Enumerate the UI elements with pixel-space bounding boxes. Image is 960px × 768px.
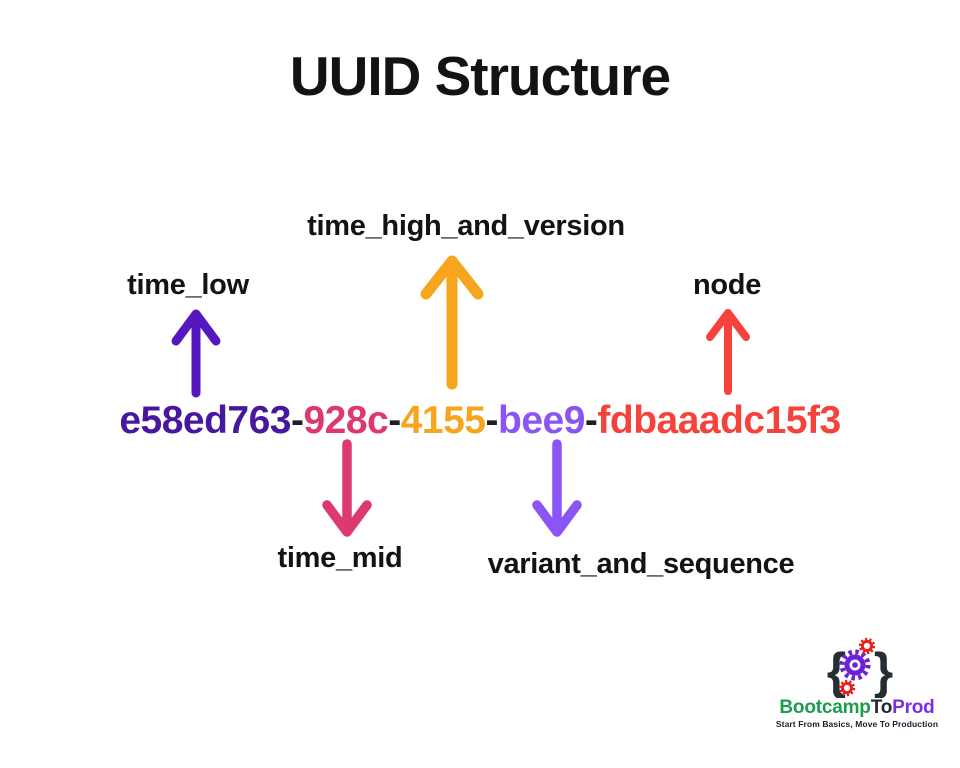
uuid-segment-time-low: e58ed763 <box>119 399 291 442</box>
label-time-mid: time_mid <box>277 542 403 574</box>
uuid-separator: - <box>485 399 499 442</box>
time-low-arrow-up-icon <box>171 309 221 398</box>
variant-and-sequence-arrow-down-icon <box>532 439 582 537</box>
label-time-high-and-version: time_high_and_version <box>307 210 625 242</box>
label-node: node <box>692 269 762 301</box>
label-time-low: time_low <box>127 269 249 301</box>
time-high-and-version-arrow-up-icon <box>420 255 484 390</box>
logo-brand-text: BootcampToProd <box>762 697 952 719</box>
uuid-separator: - <box>388 399 401 442</box>
logo-brace-right: } <box>874 643 893 698</box>
logo-brace-left: { <box>827 643 846 698</box>
logo-tagline: Start From Basics, Move To Production <box>775 719 939 729</box>
uuid-separator: - <box>584 399 598 442</box>
page-title: UUID Structure <box>289 45 671 107</box>
uuid-segment-node: fdbaaadc15f3 <box>597 399 841 442</box>
uuid-segment-variant-and-sequence: bee9 <box>498 399 585 442</box>
brand-part-bootcamp: Bootcamp <box>779 697 871 718</box>
label-variant-and-sequence: variant_and_sequence <box>487 548 795 580</box>
uuid-string: e58ed763-928c-4155-bee9-fdbaaadc15f3 <box>0 399 960 443</box>
small-gear-icon <box>838 679 856 697</box>
bootcamptoprod-logo: { } <box>827 637 893 698</box>
uuid-segment-time-mid: 928c <box>303 399 389 442</box>
brand-part-prod: Prod <box>892 697 935 718</box>
brand-part-to: To <box>870 697 893 718</box>
node-arrow-up-icon <box>706 309 750 395</box>
small-gear-icon <box>858 637 876 655</box>
uuid-segment-time-high-and-version: 4155 <box>400 399 486 442</box>
gear-icon <box>839 649 871 681</box>
uuid-separator: - <box>290 399 304 442</box>
time-mid-arrow-down-icon <box>322 439 372 537</box>
